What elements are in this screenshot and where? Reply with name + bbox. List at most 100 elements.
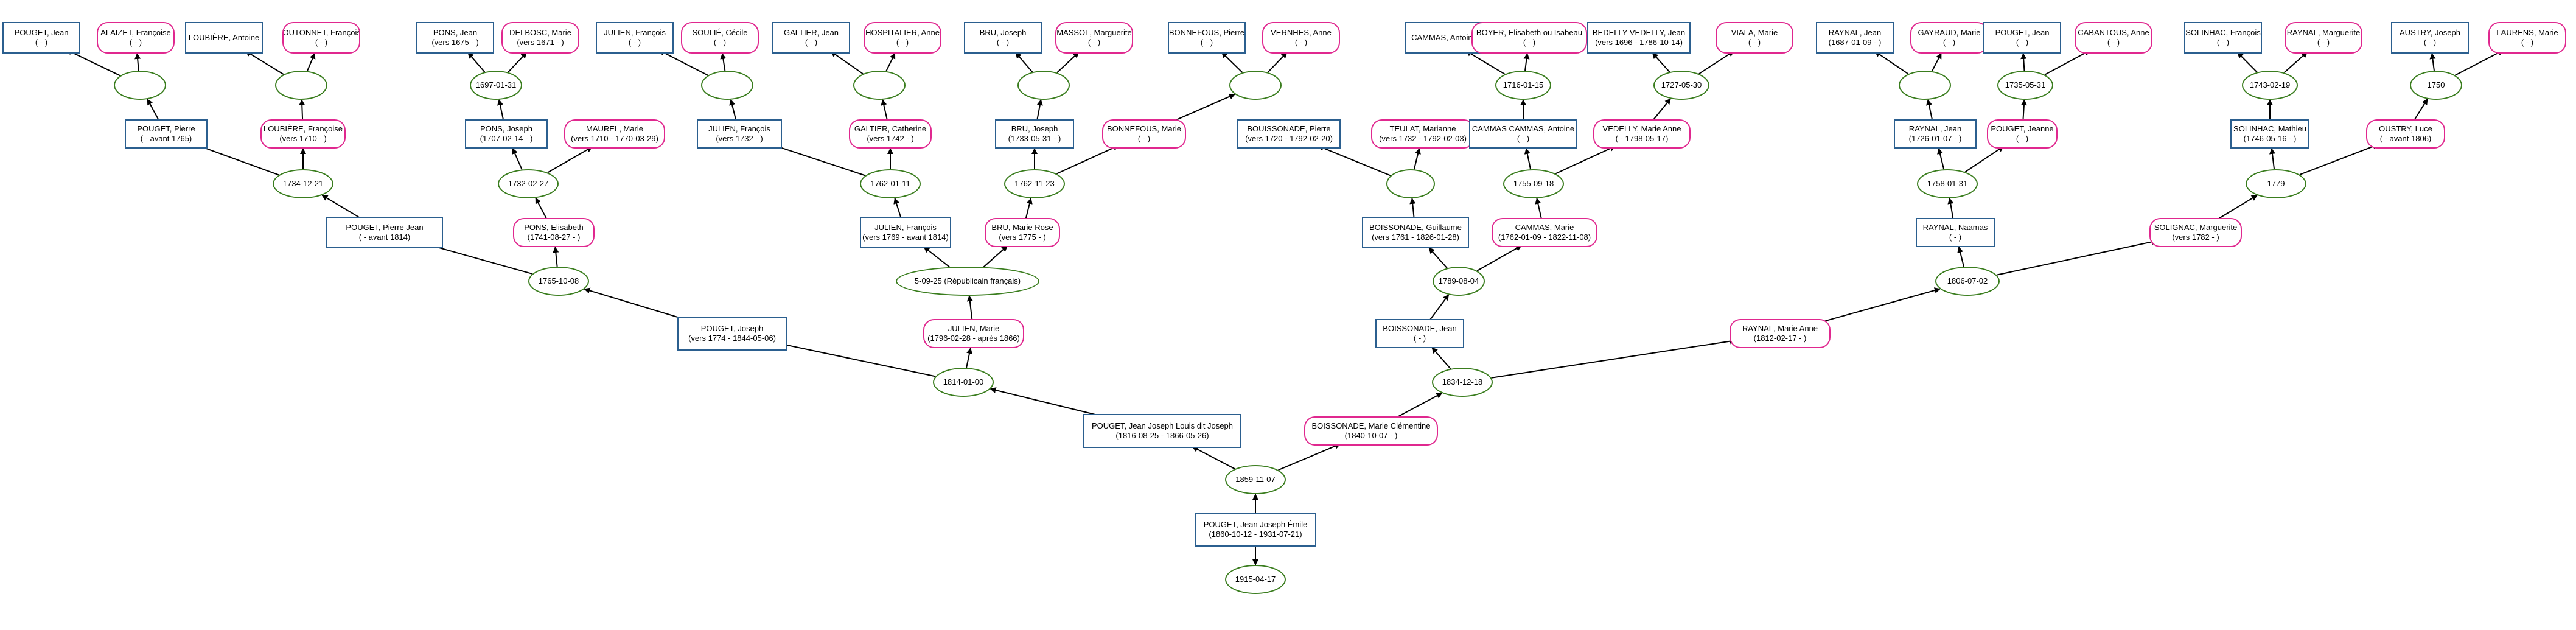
person-node-male[interactable]: POUGET, Jean( - ) (2, 22, 80, 54)
event-node[interactable]: 1765-10-08 (528, 267, 589, 296)
person-node-female[interactable]: TEULAT, Marianne(vers 1732 - 1792-02-03) (1371, 119, 1475, 149)
relationship-edge (1267, 52, 1288, 73)
event-node[interactable]: 1814-01-00 (933, 368, 994, 397)
person-node-female[interactable]: DELBOSC, Marie(vers 1671 - ) (501, 22, 579, 54)
event-node[interactable]: 1734-12-21 (273, 169, 333, 198)
person-node-female[interactable]: LOUBIÈRE, Françoise(vers 1710 - ) (260, 119, 346, 149)
person-node-female[interactable]: CABANTOUS, Anne( - ) (2075, 22, 2152, 54)
person-node-female[interactable]: BONNEFOUS, Marie( - ) (1102, 119, 1186, 149)
person-node-female[interactable]: BOISSONADE, Marie Clémentine(1840-10-07 … (1304, 416, 1438, 446)
person-node-male[interactable]: CAMMAS, Antoine (1405, 22, 1483, 54)
person-name: POUGET, Jean Joseph Émile (1203, 520, 1308, 529)
person-node-female[interactable]: BOUTONNET, Françoise( - ) (282, 22, 360, 54)
person-node-male[interactable]: GALTIER, Jean( - ) (772, 22, 850, 54)
event-node[interactable] (1017, 71, 1070, 100)
person-node-male[interactable]: CAMMAS CAMMAS, Antoine( - ) (1469, 119, 1577, 149)
event-node[interactable]: 1762-11-23 (1004, 169, 1065, 198)
event-node[interactable] (1899, 71, 1951, 100)
event-node[interactable]: 1755-09-18 (1503, 169, 1564, 198)
person-node-female[interactable]: RAYNAL, Marie Anne(1812-02-17 - ) (1730, 319, 1831, 348)
person-node-female[interactable]: VEDELLY, Marie Anne( - 1798-05-17) (1593, 119, 1691, 149)
person-name: BOISSONADE, Guillaume (1369, 223, 1462, 232)
person-node-female[interactable]: SOULIÉ, Cécile( - ) (681, 22, 759, 54)
event-node[interactable]: 1750 (2410, 71, 2462, 100)
person-node-female[interactable]: SOLIGNAC, Marguerite(vers 1782 - ) (2149, 218, 2242, 247)
person-node-male[interactable]: BOISSONADE, Guillaume(vers 1761 - 1826-0… (1362, 217, 1469, 248)
event-node[interactable]: 1727-05-30 (1653, 71, 1709, 100)
person-node-female[interactable]: HOSPITALIER, Anne( - ) (864, 22, 941, 54)
event-node[interactable]: 1743-02-19 (2242, 71, 2298, 100)
person-node-female[interactable]: CAMMAS, Marie(1762-01-09 - 1822-11-08) (1492, 218, 1597, 247)
person-node-male[interactable]: BRU, Joseph(1733-05-31 - ) (995, 119, 1074, 149)
person-node-male[interactable]: POUGET, Jean( - ) (1983, 22, 2061, 54)
person-node-female[interactable]: RAYNAL, Marguerite( - ) (2285, 22, 2362, 54)
event-node[interactable]: 1779 (2246, 169, 2306, 198)
event-node[interactable] (114, 71, 166, 100)
person-node-male[interactable]: PONS, Jean(vers 1675 - ) (416, 22, 494, 54)
person-node-male[interactable]: RAYNAL, Jean(1687-01-09 - ) (1816, 22, 1894, 54)
event-node[interactable]: 1859-11-07 (1225, 465, 1286, 494)
relationship-edge (553, 246, 559, 267)
person-node-male[interactable]: JULIEN, François(vers 1769 - avant 1814) (860, 217, 951, 248)
event-node[interactable]: 5-09-25 (Républicain français) (896, 267, 1039, 296)
person-node-male[interactable]: SOLINHAC, François( - ) (2184, 22, 2262, 54)
person-dates: ( - ) (628, 38, 641, 47)
person-node-male[interactable]: SOLINHAC, Mathieu(1746-05-16 - ) (2230, 119, 2309, 149)
person-node-male[interactable]: PONS, Joseph(1707-02-14 - ) (465, 119, 548, 149)
person-node-male[interactable]: BOUISSONADE, Pierre(vers 1720 - 1792-02-… (1237, 119, 1341, 149)
person-node-female[interactable]: BOYER, Elisabeth ou Isabeau( - ) (1471, 22, 1587, 54)
event-node[interactable]: 1758-01-31 (1917, 169, 1978, 198)
relationship-edge (1947, 197, 1954, 219)
person-node-female[interactable]: OUSTRY, Luce( - avant 1806) (2366, 119, 2445, 149)
event-node[interactable]: 1735-05-31 (1997, 71, 2053, 100)
person-dates: ( - ) (996, 38, 1010, 47)
person-node-female[interactable]: PONS, Elisabeth(1741-08-27 - ) (513, 218, 595, 247)
event-node[interactable] (1229, 71, 1282, 100)
person-node-female[interactable]: VERNHES, Anne( - ) (1262, 22, 1340, 54)
person-node-female[interactable]: POUGET, Jeanne( - ) (1987, 119, 2058, 149)
event-node[interactable]: 1762-01-11 (860, 169, 921, 198)
person-dates: ( - ) (1413, 334, 1426, 343)
person-node-female[interactable]: MASSOL, Marguerite( - ) (1055, 22, 1133, 54)
person-node-male[interactable]: RAYNAL, Naamas( - ) (1916, 218, 1995, 247)
event-node[interactable] (701, 71, 753, 100)
event-node[interactable]: 1732-02-27 (498, 169, 559, 198)
person-node-male[interactable]: POUGET, Pierre( - avant 1765) (125, 119, 208, 149)
event-node[interactable]: 1806-07-02 (1935, 267, 2000, 296)
person-node-female[interactable]: BRU, Marie Rose(vers 1775 - ) (985, 218, 1060, 247)
person-node-male[interactable]: POUGET, Pierre Jean( - avant 1814) (326, 217, 443, 248)
event-node[interactable]: 1789-08-04 (1433, 267, 1485, 296)
person-node-male[interactable]: BONNEFOUS, Pierre( - ) (1168, 22, 1246, 54)
person-node-male[interactable]: AUSTRY, Joseph( - ) (2391, 22, 2469, 54)
person-node-male[interactable]: POUGET, Jean Joseph Louis dit Joseph(181… (1083, 414, 1241, 448)
person-node-male[interactable]: POUGET, Jean Joseph Émile(1860-10-12 - 1… (1195, 513, 1316, 547)
event-node[interactable]: 1915-04-17 (1225, 565, 1286, 594)
person-node-male[interactable]: RAYNAL, Jean(1726-01-07 - ) (1894, 119, 1977, 149)
person-node-female[interactable]: LAURENS, Marie( - ) (2488, 22, 2566, 54)
person-node-male[interactable]: LOUBIÈRE, Antoine (185, 22, 263, 54)
person-node-female[interactable]: ALAIZET, Françoise( - ) (97, 22, 175, 54)
person-name: LOUBIÈRE, Françoise (263, 124, 343, 133)
person-name: GALTIER, Catherine (854, 124, 927, 133)
event-node[interactable] (853, 71, 906, 100)
event-node[interactable]: 1697-01-31 (470, 71, 522, 100)
person-node-male[interactable]: JULIEN, François( - ) (596, 22, 674, 54)
person-name: BONNEFOUS, Pierre (1168, 28, 1245, 37)
person-dates: (1687-01-09 - ) (1828, 38, 1882, 47)
person-node-male[interactable]: BRU, Joseph( - ) (964, 22, 1042, 54)
event-node[interactable]: 1834-12-18 (1432, 368, 1493, 397)
person-node-male[interactable]: BOISSONADE, Jean( - ) (1375, 319, 1464, 348)
event-node[interactable] (1386, 169, 1435, 198)
person-dates: ( - ) (1523, 38, 1536, 47)
person-node-male[interactable]: JULIEN, François(vers 1732 - ) (697, 119, 782, 149)
event-node[interactable] (275, 71, 327, 100)
event-node[interactable]: 1716-01-15 (1495, 71, 1551, 100)
person-node-female[interactable]: VIALA, Marie( - ) (1716, 22, 1793, 54)
person-node-female[interactable]: GAYRAUD, Marie( - ) (1910, 22, 1988, 54)
person-node-male[interactable]: POUGET, Joseph(vers 1774 - 1844-05-06) (677, 317, 787, 351)
person-node-male[interactable]: BEDELLY VEDELLY, Jean(vers 1696 - 1786-1… (1587, 22, 1691, 54)
person-node-female[interactable]: MAUREL, Marie(vers 1710 - 1770-03-29) (564, 119, 665, 149)
person-node-female[interactable]: JULIEN, Marie(1796-02-28 - après 1866) (923, 319, 1024, 348)
person-node-female[interactable]: GALTIER, Catherine(vers 1742 - ) (849, 119, 932, 149)
